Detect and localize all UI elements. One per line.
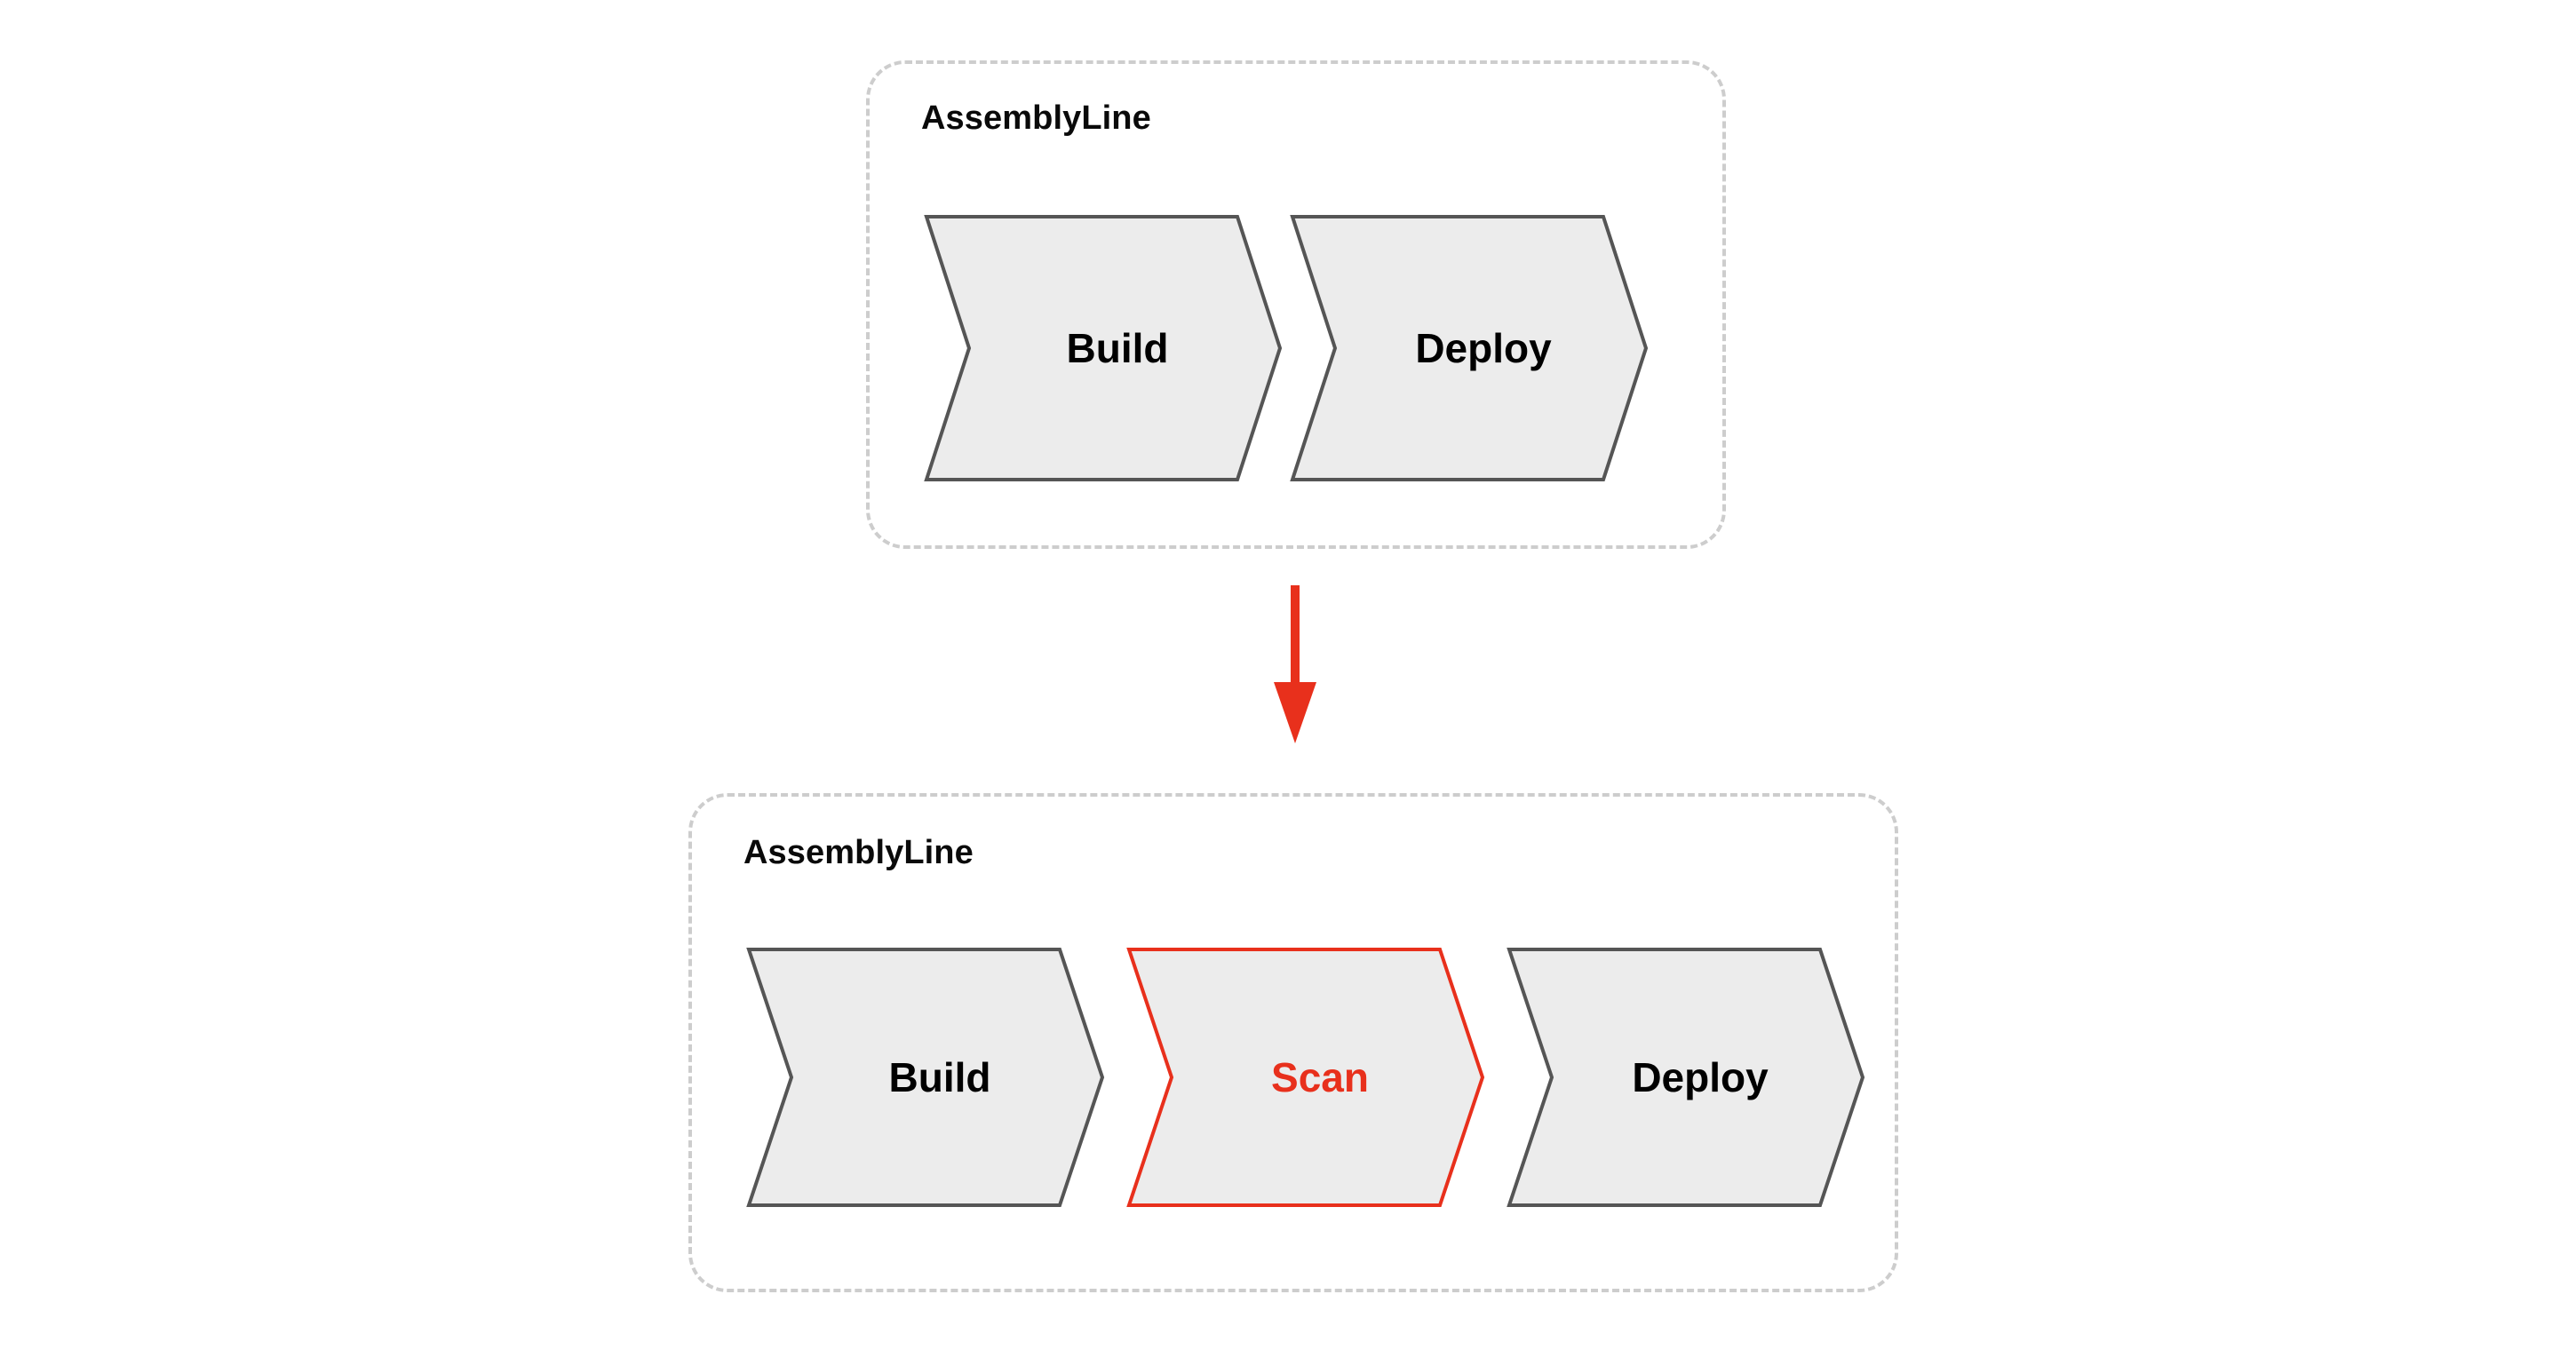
stage-build[interactable]: Build bbox=[924, 215, 1283, 481]
pipeline-group-after: AssemblyLine Build Scan bbox=[688, 793, 1898, 1292]
group-title-before: AssemblyLine bbox=[921, 99, 1151, 137]
transformation-arrow bbox=[1270, 582, 1320, 750]
stage-build-2[interactable]: Build bbox=[746, 948, 1105, 1207]
chevron-shape-scan bbox=[1126, 948, 1485, 1207]
chevron-shape-build-2 bbox=[746, 948, 1105, 1207]
down-arrow-icon bbox=[1274, 585, 1316, 743]
stage-deploy-2[interactable]: Deploy bbox=[1507, 948, 1865, 1207]
stage-scan[interactable]: Scan bbox=[1126, 948, 1485, 1207]
chevron-shape-build bbox=[924, 215, 1283, 481]
chevron-shape-deploy bbox=[1290, 215, 1649, 481]
group-title-after: AssemblyLine bbox=[743, 834, 974, 871]
stage-deploy[interactable]: Deploy bbox=[1290, 215, 1649, 481]
pipeline-group-before: AssemblyLine Build Deploy bbox=[866, 60, 1726, 549]
stage-row-before: Build Deploy bbox=[924, 215, 1680, 481]
chevron-shape-deploy-2 bbox=[1507, 948, 1865, 1207]
stage-row-after: Build Scan Deploy bbox=[746, 948, 1866, 1207]
